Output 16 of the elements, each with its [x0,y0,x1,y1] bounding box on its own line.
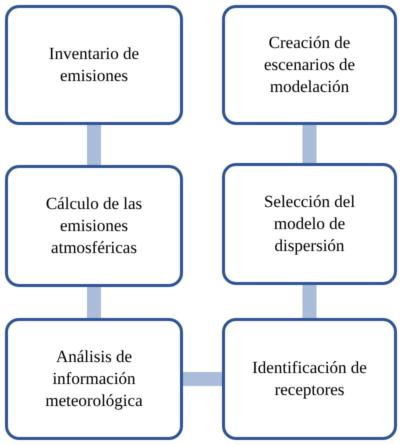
box-label: Inventario de emisiones [48,42,140,87]
connector-bar [87,125,101,165]
box-label: Identificación de receptores [251,356,368,401]
process-box [5,165,183,287]
connector-bar [183,372,222,386]
connector-bar [302,125,316,163]
connector-bar [87,287,101,318]
box-label: Selección del modelo de dispersión [262,190,356,258]
process-box [222,318,397,440]
process-box [222,163,397,285]
box-label: Análisis de información meteorológica [44,346,144,412]
box-label: Creación de escenarios de modelación [262,32,356,98]
process-box [5,5,183,125]
process-box [222,5,397,125]
process-box [5,318,183,440]
box-label: Cálculo de las emisiones atmosféricas [44,192,144,260]
